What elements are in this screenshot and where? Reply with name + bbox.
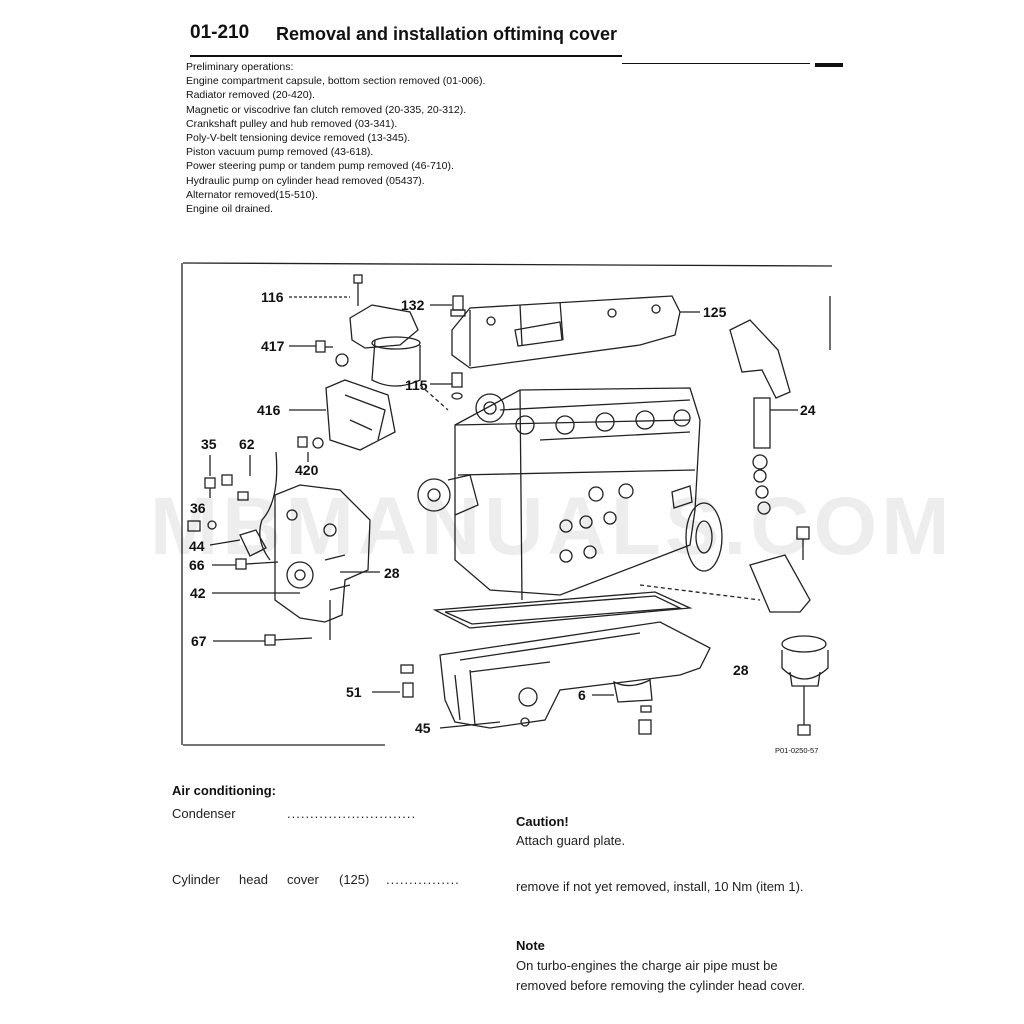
figure-id: P01-0250-57 bbox=[775, 746, 819, 755]
page-title: Removal and installation oftiminq cover bbox=[276, 24, 618, 44]
section-number: 01-210 bbox=[190, 22, 250, 43]
preliminary-item: Radiator removed (20-420). bbox=[186, 89, 315, 102]
callout-44: 44 bbox=[189, 538, 205, 554]
callout-51: 51 bbox=[346, 684, 362, 700]
cylinder-head-label: (125) bbox=[339, 872, 370, 887]
header-tab-marker bbox=[815, 63, 843, 67]
watermark-text: MBMANUALS.COM bbox=[150, 481, 954, 572]
callout-45: 45 bbox=[415, 720, 431, 736]
callout-115: 115 bbox=[405, 377, 428, 393]
cylinder-head-label: head bbox=[239, 872, 268, 887]
callout-125: 125 bbox=[703, 304, 727, 320]
preliminary-item: Crankshaft pulley and hub removed (03-34… bbox=[186, 117, 398, 130]
cylinder-head-label: Cylinder bbox=[172, 872, 220, 887]
preliminary-item: Hydraulic pump on cylinder head removed … bbox=[186, 174, 425, 187]
callout-28-engine-mount: 28 bbox=[733, 662, 749, 678]
callout-24: 24 bbox=[800, 402, 816, 418]
preliminary-item: Engine compartment capsule, bottom secti… bbox=[186, 75, 486, 88]
callout-6: 6 bbox=[578, 687, 586, 703]
title-rule bbox=[190, 55, 622, 57]
callout-28-timing-cover: 28 bbox=[384, 565, 400, 581]
cylinder-head-label: cover bbox=[287, 872, 319, 887]
note-text: On turbo-engines the charge air pipe mus… bbox=[516, 958, 806, 993]
cylinder-head-dots: ................ bbox=[386, 872, 460, 887]
preliminary-item: Piston vacuum pump removed (43-618). bbox=[186, 146, 374, 159]
note-heading: Note bbox=[516, 938, 545, 953]
air-conditioning-heading: Air conditioning: bbox=[172, 783, 276, 798]
preliminary-item: Alternator removed(15-510). bbox=[186, 188, 318, 201]
preliminary-item: Engine oil drained. bbox=[186, 203, 273, 216]
preliminary-heading: Preliminary operations: bbox=[186, 61, 294, 73]
callout-132: 132 bbox=[401, 297, 425, 313]
callout-42: 42 bbox=[190, 585, 206, 601]
callout-417: 417 bbox=[261, 338, 285, 354]
engine-exploded-diagram bbox=[181, 262, 833, 746]
caution-text: Attach guard plate. bbox=[516, 833, 626, 848]
callout-416: 416 bbox=[257, 402, 281, 418]
callout-67: 67 bbox=[191, 633, 207, 649]
callout-66: 66 bbox=[189, 557, 205, 573]
callout-36: 36 bbox=[190, 500, 206, 516]
condenser-dots: ............................ bbox=[287, 806, 417, 821]
preliminary-item: Magnetic or viscodrive fan clutch remove… bbox=[186, 103, 467, 116]
preliminary-item: Poly-V-belt tensioning device removed (1… bbox=[186, 132, 411, 145]
condenser-label: Condenser bbox=[172, 806, 236, 821]
header-rule-right bbox=[622, 63, 810, 64]
callout-62: 62 bbox=[239, 436, 255, 452]
callout-35: 35 bbox=[201, 436, 217, 452]
callout-420: 420 bbox=[295, 462, 319, 478]
cylinder-head-instruction: remove if not yet removed, install, 10 N… bbox=[516, 879, 804, 894]
preliminary-operations: Preliminary operations: Engine compartme… bbox=[186, 60, 485, 216]
caution-heading: Caution! bbox=[516, 814, 569, 829]
preliminary-item: Power steering pump or tandem pump remov… bbox=[186, 160, 454, 173]
callout-116: 116 bbox=[261, 289, 284, 305]
